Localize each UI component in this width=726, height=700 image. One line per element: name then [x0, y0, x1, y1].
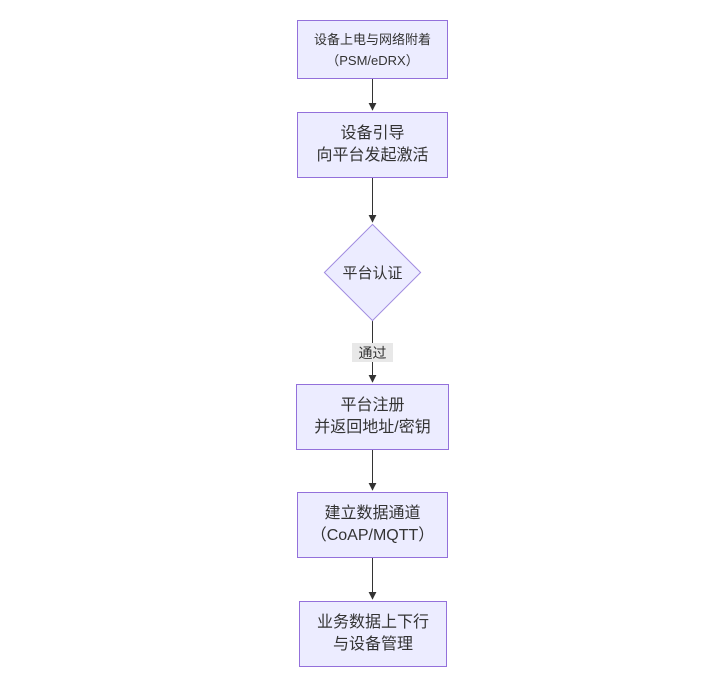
node-text-line: 设备引导 — [340, 125, 405, 142]
node-text-line: 设备上电与网络附着 — [313, 31, 431, 47]
node-data-channel: 建立数据通道 （CoAP/MQTT） — [297, 492, 448, 558]
node-text-line: （PSM/eDRX） — [326, 52, 419, 68]
node-text-line: 平台注册 — [340, 397, 405, 414]
node-device-power-attach: 设备上电与网络附着 （PSM/eDRX） — [297, 20, 448, 79]
node-platform-auth-label: 平台认证 — [342, 264, 403, 282]
node-text-line: 业务数据上下行 — [316, 614, 429, 631]
edge-label-pass: 通过 — [352, 343, 393, 362]
node-text-line: 向平台发起激活 — [316, 147, 429, 164]
node-text-line: 并返回地址/密钥 — [314, 419, 431, 436]
node-device-bootstrap: 设备引导 向平台发起激活 — [297, 112, 448, 178]
node-business-data: 业务数据上下行 与设备管理 — [299, 601, 447, 667]
node-platform-register: 平台注册 并返回地址/密钥 — [296, 384, 449, 450]
node-text-line: 建立数据通道 — [324, 505, 421, 522]
node-text-line: 与设备管理 — [332, 636, 413, 653]
node-text-line: （CoAP/MQTT） — [310, 527, 435, 544]
